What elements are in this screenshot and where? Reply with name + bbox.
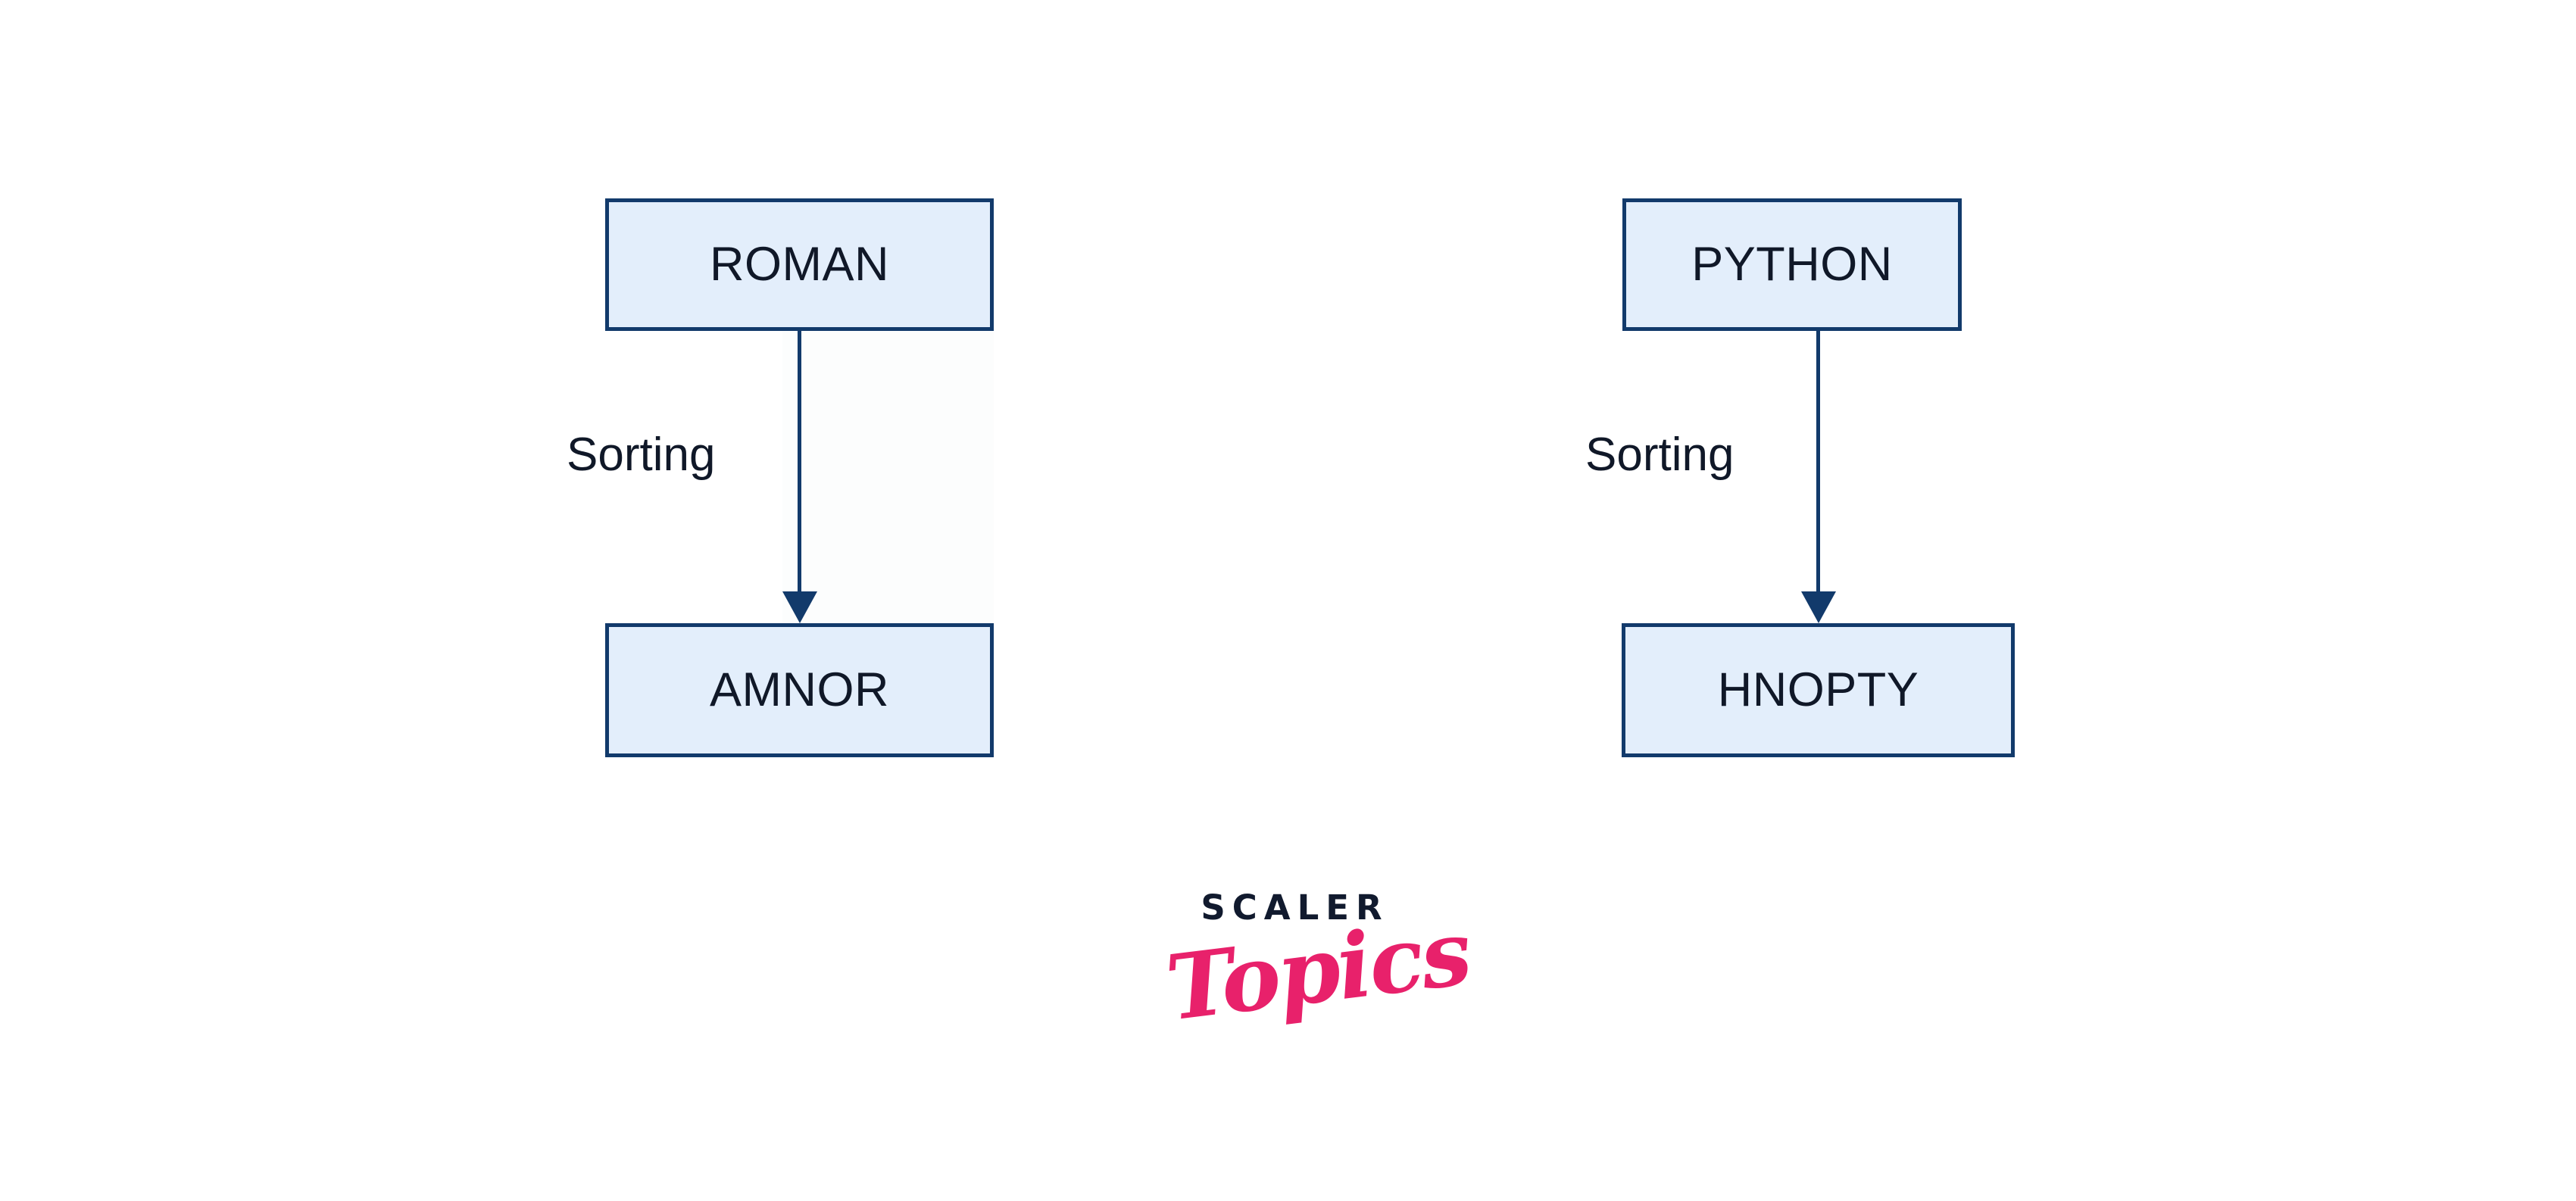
edge-roman-to-amnor-line <box>798 331 801 591</box>
background-tint-panel <box>782 330 994 623</box>
node-python[interactable]: PYTHON <box>1622 198 1962 331</box>
node-amnor-label: AMNOR <box>710 663 889 716</box>
node-roman[interactable]: ROMAN <box>605 198 994 331</box>
node-hnopty-label: HNOPTY <box>1717 663 1919 716</box>
edge-roman-to-amnor-label: Sorting <box>567 429 716 481</box>
logo-wordmark: SCALER <box>1201 887 1389 928</box>
logo-script-topics: Topics <box>1160 899 1475 1041</box>
node-roman-label: ROMAN <box>710 238 889 291</box>
edge-roman-to-amnor-arrowhead <box>782 591 817 623</box>
node-python-label: PYTHON <box>1691 238 1893 291</box>
node-hnopty[interactable]: HNOPTY <box>1622 623 2015 757</box>
node-amnor[interactable]: AMNOR <box>605 623 994 757</box>
edge-python-to-hnopty-arrowhead <box>1801 591 1836 623</box>
edge-python-to-hnopty-label: Sorting <box>1585 429 1735 481</box>
scaler-topics-logo: SCALER Topics <box>1161 887 1475 1041</box>
edge-python-to-hnopty-line <box>1816 331 1820 591</box>
